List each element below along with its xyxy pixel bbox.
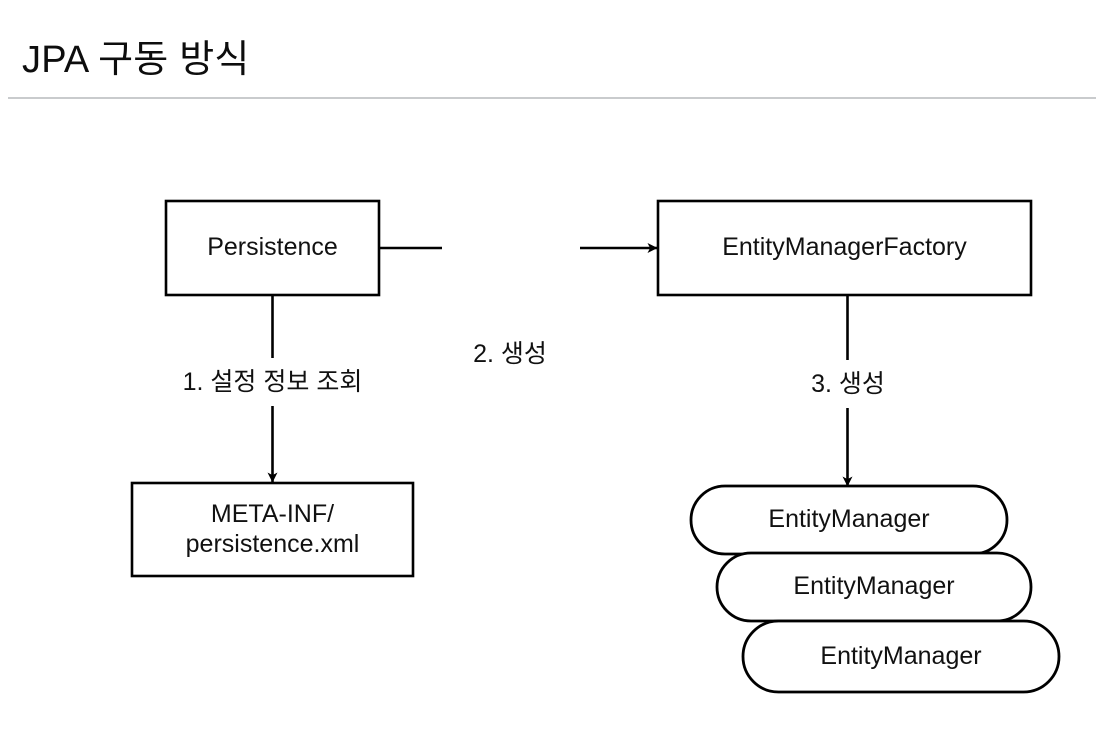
- node-entity-manager-3-shape: [741, 619, 1061, 694]
- node-meta-inf-shape: [130, 481, 415, 578]
- node-entity-manager-factory-shape: [656, 199, 1033, 297]
- node-entity-manager-1-shape: [689, 484, 1009, 556]
- node-persistence-shape: [164, 199, 381, 297]
- jpa-flow-diagram: Persistence EntityManagerFactory META-IN…: [0, 110, 1096, 749]
- page-title: JPA 구동 방식: [22, 39, 250, 82]
- node-entity-manager-2-shape: [715, 551, 1033, 623]
- diagram-vector-layer: [130, 199, 1061, 694]
- title-divider: [8, 97, 1096, 99]
